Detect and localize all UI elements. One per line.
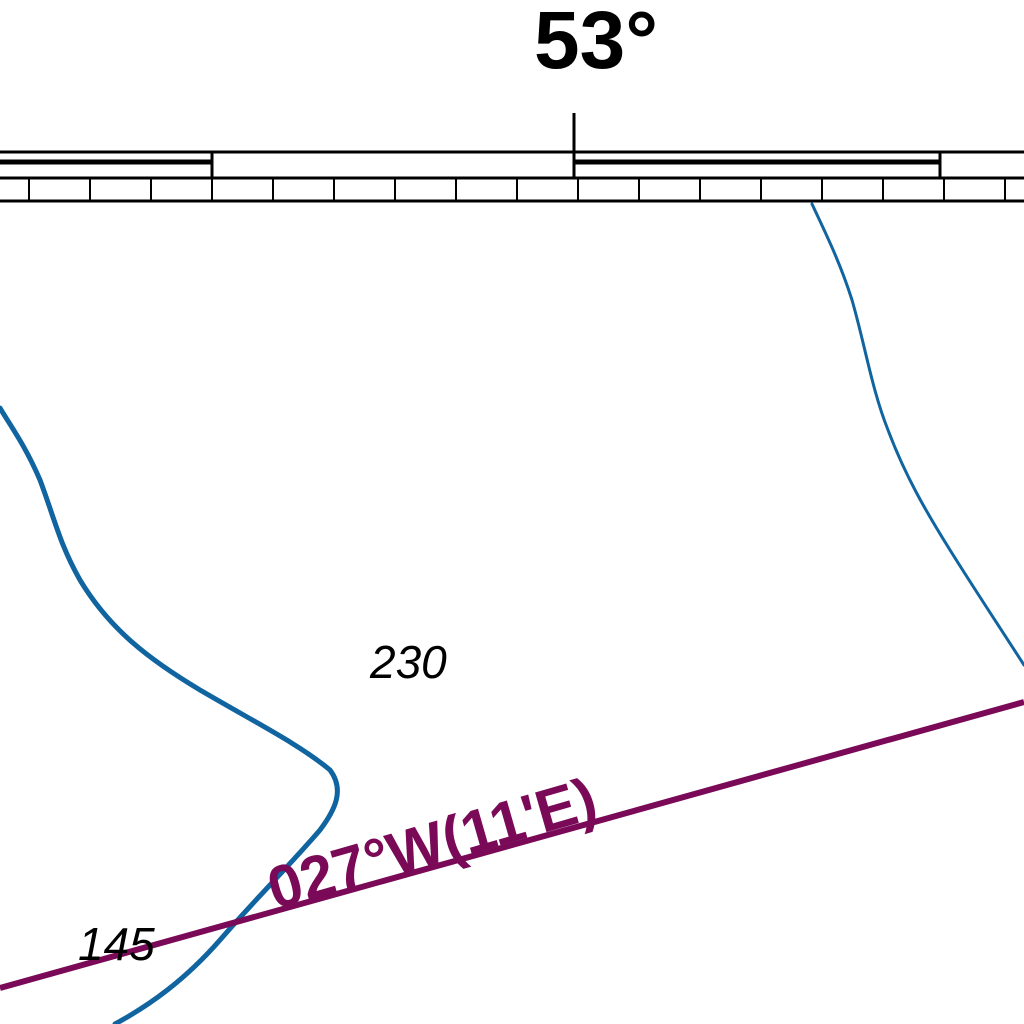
latitude-label: 53°	[534, 0, 658, 86]
spot-height-lower: 145	[78, 918, 155, 970]
minute-ticks	[28, 178, 1006, 201]
river-right	[810, 202, 1024, 667]
bearing-line	[0, 699, 1024, 991]
spot-height-upper: 230	[369, 636, 447, 688]
graticule-border	[0, 113, 1024, 203]
bearing-label: 027°W(11'E)	[260, 765, 604, 923]
river-left	[0, 405, 340, 1024]
